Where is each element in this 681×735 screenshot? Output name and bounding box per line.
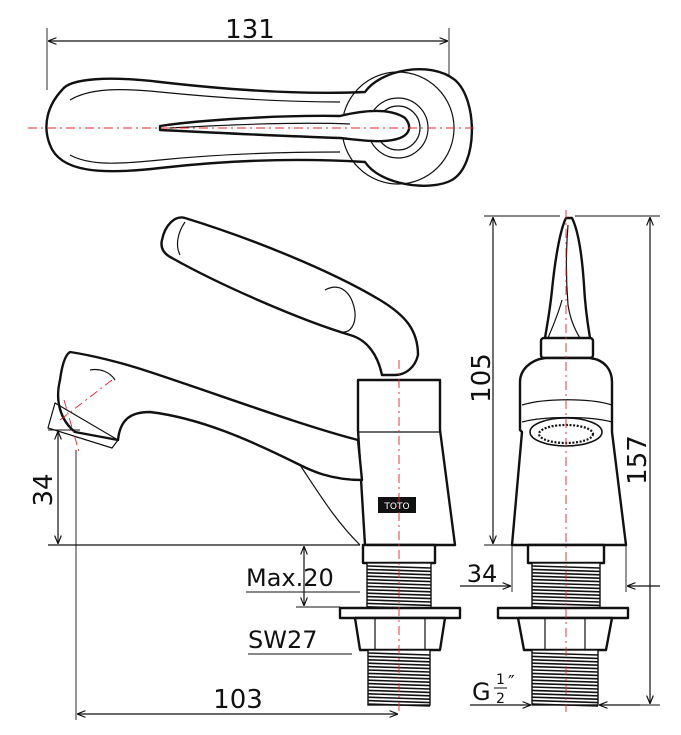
thread-unit: ″: [508, 672, 515, 693]
dim-sw27-label: SW27: [248, 626, 318, 654]
dim-34-height-label: 34: [29, 473, 59, 506]
dim-34-width-label: 34: [467, 560, 498, 588]
thread-line: [531, 599, 601, 603]
dim-131-label: 131: [225, 15, 275, 45]
thread-line: [367, 693, 431, 697]
thread-line: [531, 682, 599, 687]
thread-denominator: 2: [496, 691, 505, 707]
thread-line: [531, 703, 599, 707]
front-view: 105 157 34 G 1 2 ″: [460, 210, 660, 712]
thread-line: [531, 652, 599, 656]
brand-stamp-text: TOTO: [383, 502, 409, 512]
thread-line: [531, 568, 601, 573]
side-view: TOTO 34 Max.20 SW: [29, 216, 462, 720]
thread-line: [531, 669, 599, 673]
thread-line: [366, 585, 432, 590]
top-view: 131: [28, 15, 478, 187]
thread-line: [531, 686, 599, 690]
side-washer: [338, 606, 462, 620]
thread-line: [531, 676, 599, 680]
thread-line: [531, 679, 599, 683]
thread-line: [531, 665, 599, 670]
lever-top-outline: [158, 109, 411, 143]
dim-thread-g-half: G 1 2 ″: [472, 672, 515, 707]
thread-line: [367, 655, 431, 660]
thread-line: [531, 585, 601, 590]
thread-line: [367, 696, 431, 700]
side-body: [356, 378, 457, 547]
dim-max20-label: Max.20: [246, 564, 334, 592]
thread-g-label: G: [472, 678, 491, 706]
thread-line: [531, 672, 599, 677]
front-washer: [496, 606, 630, 620]
thread-line: [531, 699, 599, 704]
thread-line: [531, 689, 599, 694]
dim-157-label: 157: [623, 435, 653, 485]
thread-line: [366, 565, 432, 569]
thread-line: [367, 679, 431, 683]
thread-line: [367, 672, 431, 677]
thread-numerator: 1: [496, 672, 505, 688]
thread-line: [367, 659, 431, 663]
thread-line: [531, 662, 599, 666]
thread-line: [531, 696, 599, 700]
thread-line: [366, 602, 432, 607]
thread-line: [531, 693, 599, 697]
front-nut: [516, 616, 614, 652]
dim-103-label: 103: [213, 685, 263, 715]
dim-105-label: 105: [467, 353, 497, 403]
thread-line: [531, 659, 599, 663]
thread-line: [531, 655, 599, 660]
thread-line: [366, 595, 432, 600]
side-lever: [160, 216, 420, 377]
thread-line: [367, 699, 431, 704]
front-body: [510, 356, 628, 547]
side-nut: [353, 616, 447, 652]
thread-line: [366, 578, 432, 583]
brand-stamp: [378, 497, 416, 513]
thread-line: [531, 578, 601, 583]
